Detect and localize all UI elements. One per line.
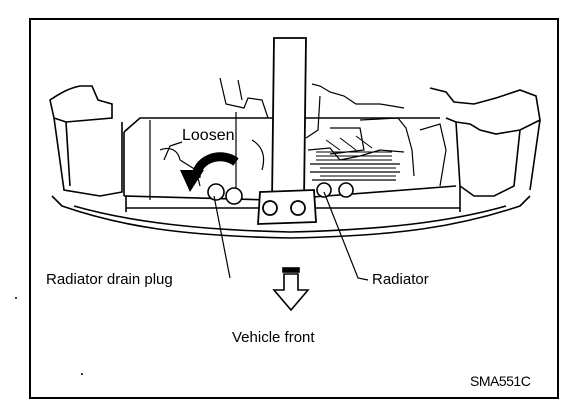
vehicle-front-label: Vehicle front	[232, 329, 315, 346]
center-member	[257, 37, 317, 225]
figure-code: SMA551C	[470, 373, 531, 389]
radiator-label: Radiator	[372, 271, 429, 288]
loosen-arrow	[180, 152, 239, 192]
radiator-drain-plug-label: Radiator drain plug	[46, 271, 173, 288]
drain-plug	[207, 182, 354, 205]
radiator-core-hatch	[316, 135, 396, 177]
loosen-label: Loosen	[182, 127, 235, 144]
figure-border	[29, 18, 559, 399]
bolt-right	[290, 200, 306, 216]
bolt-left	[262, 200, 278, 216]
leader-lines	[163, 141, 369, 281]
vehicle-front-arrow	[272, 267, 310, 312]
engine-details	[149, 75, 447, 200]
